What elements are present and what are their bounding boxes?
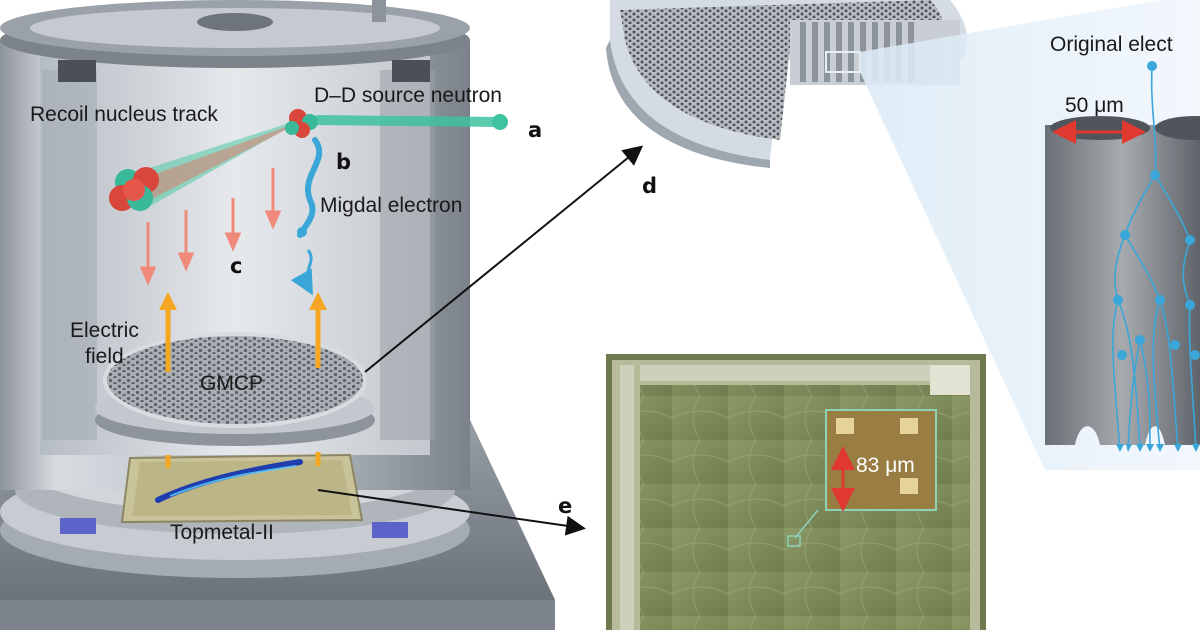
neutron-ball [492,114,508,130]
label-recoil-nucleus-track: Recoil nucleus track [30,103,218,126]
panel-letter-b: b [336,150,352,174]
pixel-marker [787,535,801,547]
recoil-track [118,118,305,212]
drift-arrows [139,168,282,286]
avalanche-arrowheads [1116,444,1200,452]
pore-hole-2 [1155,116,1200,140]
label-original-electron: Original elect [1050,33,1173,56]
label-pore-size: 50 μm [1065,94,1124,117]
panel-letter-c: c [230,254,243,278]
clamp-left [58,60,96,82]
panel-letter-e: e [558,494,573,518]
label-pixel-size: 83 μm [856,454,915,477]
pore-zoom [1045,61,1200,452]
panel-letter-d: d [642,174,658,198]
clamp-bottom-left [60,518,96,534]
pore-hole-1 [1050,116,1150,140]
recoil-nucleus [109,167,159,211]
neutron-beam [313,115,505,127]
label-migdal-electron: Migdal electron [320,194,463,217]
migdal-electron-track [297,137,323,238]
label-topmetal: Topmetal-II [170,521,274,544]
pore-block [1045,125,1200,445]
field-arrows [159,292,327,468]
label-gmcp: GMCP [200,372,263,395]
track-image [155,459,303,503]
panel-letter-a: a [528,118,543,142]
label-electric-field: Electric field [70,319,139,368]
arrow-to-d [364,145,644,373]
electron-avalanche [1112,67,1197,451]
clamp-bottom-right [372,522,408,538]
panel-e-chip [606,354,986,630]
clamp-right [392,60,430,82]
detector [0,0,644,630]
avalanche-nodes [1113,61,1200,360]
arrow-to-e [317,489,586,536]
label-dd-source-neutron: D–D source neutron [314,84,502,107]
target-nucleus [285,109,318,138]
